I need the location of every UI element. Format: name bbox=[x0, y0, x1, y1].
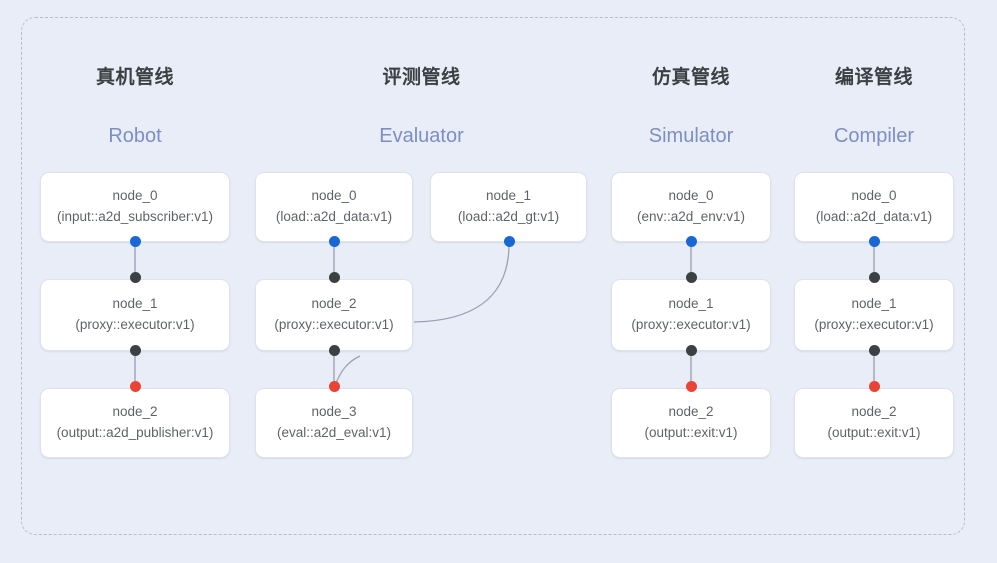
node-label-name: node_0 bbox=[668, 188, 714, 204]
node-compiler-2[interactable]: node_2 (output::exit:v1) bbox=[794, 388, 954, 458]
node-label-name: node_1 bbox=[851, 296, 897, 312]
node-label-name: node_2 bbox=[851, 404, 897, 420]
port-output-simulator-0[interactable] bbox=[686, 236, 697, 247]
node-label-type: (proxy::executor:v1) bbox=[274, 317, 394, 332]
port-input-evaluator-2[interactable] bbox=[329, 272, 340, 283]
port-output-robot-0[interactable] bbox=[130, 236, 141, 247]
node-label-name: node_2 bbox=[668, 404, 714, 420]
node-label-type: (output::exit:v1) bbox=[827, 425, 921, 440]
node-label-type: (output::a2d_publisher:v1) bbox=[56, 425, 214, 440]
pipeline-group-frame bbox=[21, 17, 965, 535]
node-robot-2[interactable]: node_2 (output::a2d_publisher:v1) bbox=[40, 388, 230, 458]
node-simulator-1[interactable]: node_1 (proxy::executor:v1) bbox=[611, 279, 771, 351]
node-label-name: node_0 bbox=[311, 188, 357, 204]
port-output-compiler-0[interactable] bbox=[869, 236, 880, 247]
node-label-type: (proxy::executor:v1) bbox=[814, 317, 934, 332]
node-label-type: (proxy::executor:v1) bbox=[631, 317, 751, 332]
node-label-name: node_2 bbox=[311, 296, 357, 312]
port-output-evaluator-1[interactable] bbox=[504, 236, 515, 247]
node-label-name: node_1 bbox=[668, 296, 714, 312]
node-evaluator-0[interactable]: node_0 (load::a2d_data:v1) bbox=[255, 172, 413, 242]
node-label-type: (output::exit:v1) bbox=[644, 425, 738, 440]
port-input-simulator-2[interactable] bbox=[686, 381, 697, 392]
node-label-name: node_3 bbox=[311, 404, 357, 420]
node-evaluator-1[interactable]: node_1 (load::a2d_gt:v1) bbox=[430, 172, 587, 242]
port-output-evaluator-2[interactable] bbox=[329, 345, 340, 356]
node-simulator-0[interactable]: node_0 (env::a2d_env:v1) bbox=[611, 172, 771, 242]
node-label-type: (load::a2d_gt:v1) bbox=[457, 209, 560, 224]
node-label-type: (env::a2d_env:v1) bbox=[636, 209, 746, 224]
node-label-name: node_0 bbox=[851, 188, 897, 204]
node-label-name: node_1 bbox=[485, 188, 532, 204]
node-label-type: (input::a2d_subscriber:v1) bbox=[56, 209, 214, 224]
node-compiler-1[interactable]: node_1 (proxy::executor:v1) bbox=[794, 279, 954, 351]
port-output-compiler-1[interactable] bbox=[869, 345, 880, 356]
port-input-robot-1[interactable] bbox=[130, 272, 141, 283]
port-input-simulator-1[interactable] bbox=[686, 272, 697, 283]
port-output-evaluator-0[interactable] bbox=[329, 236, 340, 247]
node-robot-1[interactable]: node_1 (proxy::executor:v1) bbox=[40, 279, 230, 351]
node-label-name: node_2 bbox=[112, 404, 158, 420]
port-output-simulator-1[interactable] bbox=[686, 345, 697, 356]
node-evaluator-3[interactable]: node_3 (eval::a2d_eval:v1) bbox=[255, 388, 413, 458]
port-output-robot-1[interactable] bbox=[130, 345, 141, 356]
node-evaluator-2[interactable]: node_2 (proxy::executor:v1) bbox=[255, 279, 413, 351]
port-input-robot-2[interactable] bbox=[130, 381, 141, 392]
node-simulator-2[interactable]: node_2 (output::exit:v1) bbox=[611, 388, 771, 458]
node-robot-0[interactable]: node_0 (input::a2d_subscriber:v1) bbox=[40, 172, 230, 242]
node-label-type: (proxy::executor:v1) bbox=[75, 317, 195, 332]
node-label-name: node_1 bbox=[112, 296, 158, 312]
node-label-type: (eval::a2d_eval:v1) bbox=[276, 425, 392, 440]
port-input-evaluator-3[interactable] bbox=[329, 381, 340, 392]
node-label-name: node_0 bbox=[112, 188, 158, 204]
port-input-compiler-1[interactable] bbox=[869, 272, 880, 283]
port-input-compiler-2[interactable] bbox=[869, 381, 880, 392]
node-label-type: (load::a2d_data:v1) bbox=[815, 209, 933, 224]
node-compiler-0[interactable]: node_0 (load::a2d_data:v1) bbox=[794, 172, 954, 242]
node-label-type: (load::a2d_data:v1) bbox=[275, 209, 393, 224]
